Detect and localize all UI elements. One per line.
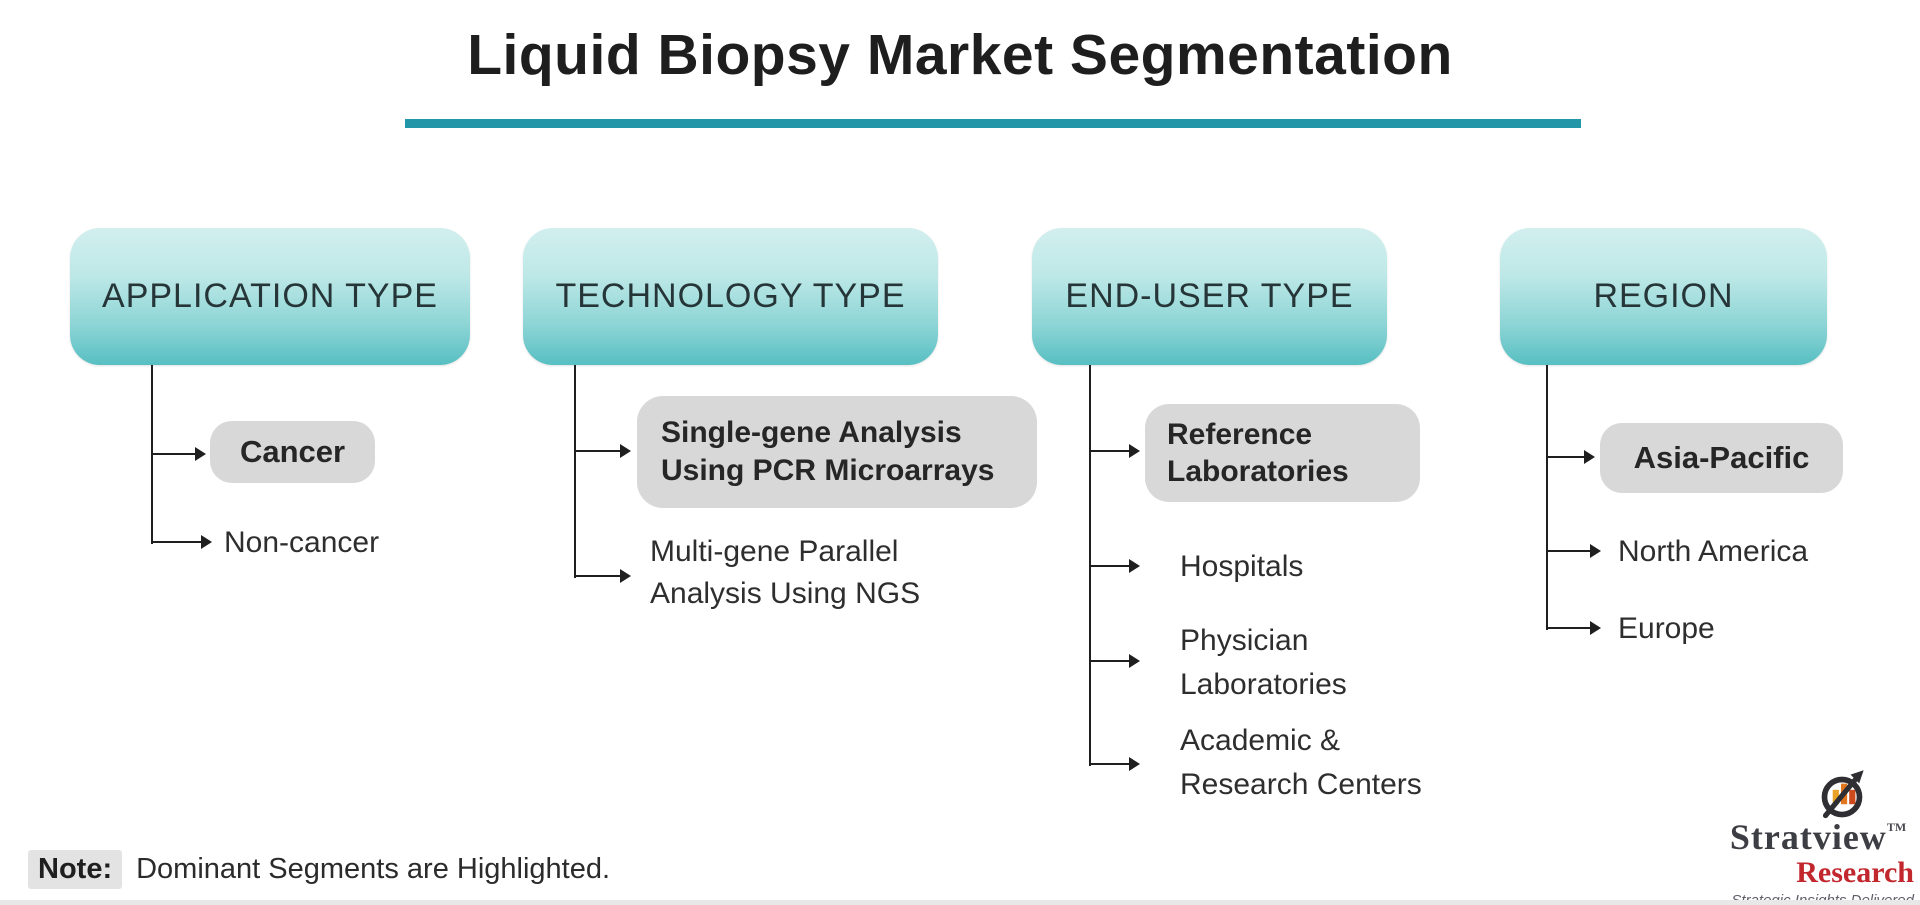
segment-item-label: Asia-Pacific (1633, 440, 1810, 475)
segment-item: North America (1618, 535, 1809, 568)
note-text: Dominant Segments are Highlighted. (136, 853, 611, 885)
segment-item: Hospitals (1180, 550, 1304, 583)
stratview-logo: StratviewTM Research Strategic Insights … (1722, 766, 1914, 905)
note-label: Note: (28, 850, 123, 889)
bottom-strip (0, 900, 1920, 905)
column-header-technology-type: TECHNOLOGY TYPE (523, 228, 938, 365)
segment-item-highlighted: Single-gene Analysis Using PCR Microarra… (637, 396, 1037, 508)
column-header-label: END-USER TYPE (1065, 277, 1354, 315)
segment-item: Multi-gene Parallel Analysis Using NGS (650, 535, 921, 610)
segment-item-highlighted: Asia-Pacific (1600, 423, 1843, 493)
segment-item: Physician Laboratories (1180, 624, 1347, 701)
magnifier-chart-icon (1821, 770, 1864, 819)
branch-arrow-icon (574, 444, 631, 458)
connector-line (574, 365, 576, 578)
branch-arrow-icon (1546, 450, 1595, 464)
segment-item-highlighted: Reference Laboratories (1145, 404, 1420, 502)
segment-item: Non-cancer (224, 526, 380, 559)
branch-arrow-icon (151, 535, 212, 549)
segment-item: Europe (1618, 612, 1715, 645)
column-header-region: REGION (1500, 228, 1827, 365)
connector-line (1546, 365, 1548, 630)
segment-item-label: Cancer (239, 434, 346, 469)
logo-name: StratviewTM (1729, 817, 1907, 857)
title-underline (405, 119, 1581, 128)
logo-research: Research (1796, 856, 1914, 889)
branch-arrow-icon (1089, 654, 1140, 668)
branch-arrow-icon (1089, 757, 1140, 771)
segment-item-label: Single-gene Analysis Using PCR Microarra… (661, 416, 995, 487)
branch-arrow-icon (1546, 544, 1601, 558)
branch-arrow-icon (151, 447, 206, 461)
note: Note: Dominant Segments are Highlighted. (28, 850, 610, 889)
column-header-application-type: APPLICATION TYPE (70, 228, 470, 365)
segment-item-highlighted: Cancer (210, 421, 375, 483)
branch-arrow-icon (1089, 444, 1140, 458)
branch-arrow-icon (574, 569, 631, 583)
segment-item-label: Reference Laboratories (1167, 418, 1349, 488)
column-header-label: APPLICATION TYPE (102, 277, 438, 315)
segment-item: Academic & Research Centers (1180, 724, 1422, 801)
trademark-symbol: TM (1886, 820, 1907, 834)
branch-arrow-icon (1546, 621, 1601, 635)
column-header-end-user-type: END-USER TYPE (1032, 228, 1387, 365)
branch-arrow-icon (1089, 559, 1140, 573)
column-header-label: TECHNOLOGY TYPE (555, 277, 906, 315)
column-header-label: REGION (1593, 277, 1734, 315)
page-title: Liquid Biopsy Market Segmentation (467, 23, 1453, 87)
